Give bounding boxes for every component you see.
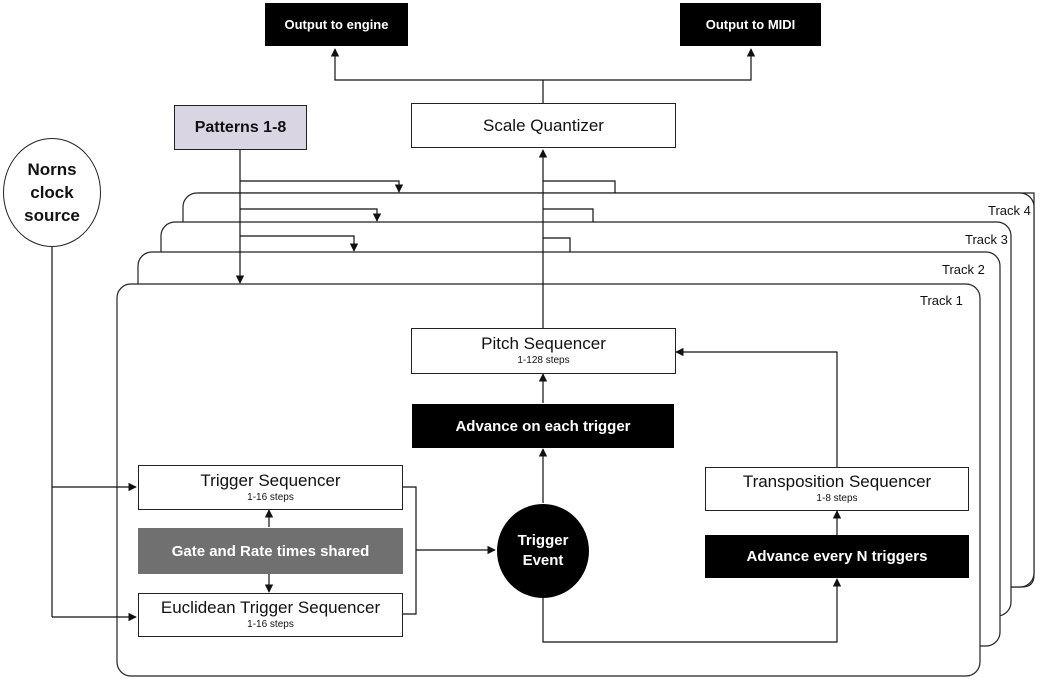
clock-line-1: Norns — [27, 160, 77, 179]
output-midi-label: Output to MIDI — [705, 17, 796, 32]
euclidean-sequencer-box: Euclidean Trigger Sequencer 1-16 steps — [138, 593, 403, 637]
trigger-sequencer-title: Trigger Sequencer — [200, 470, 341, 490]
advance-each-trigger-box: Advance on each trigger — [412, 404, 674, 448]
advance-each-trigger-label: Advance on each trigger — [455, 417, 631, 435]
gate-rate-label: Gate and Rate times shared — [171, 542, 370, 560]
wire-event-to-advance-n — [542, 578, 842, 643]
gate-rate-box: Gate and Rate times shared — [138, 528, 403, 574]
track-1-panel — [116, 283, 981, 677]
clock-line-3: source — [24, 206, 80, 225]
wire-track4-out — [543, 180, 616, 193]
wire-track2-out — [543, 237, 571, 252]
wire-to-midi — [543, 48, 756, 81]
wire-patterns-to-track2 — [240, 235, 359, 252]
scale-quantizer-box: Scale Quantizer — [411, 103, 676, 148]
trigger-event-line-2: Event — [522, 552, 564, 569]
clock-line-2: clock — [30, 183, 74, 202]
trigger-event-node: Trigger Event — [497, 504, 589, 598]
scale-quantizer-label: Scale Quantizer — [483, 115, 604, 135]
track-2-label: Track 2 — [942, 262, 985, 277]
output-engine-label: Output to engine — [284, 17, 389, 32]
pitch-sequencer-steps: 1-128 steps — [517, 355, 570, 366]
pitch-sequencer-title: Pitch Sequencer — [481, 334, 606, 353]
euclidean-sequencer-title: Euclidean Trigger Sequencer — [160, 598, 381, 617]
transposition-sequencer-box: Transposition Sequencer 1-8 steps — [705, 467, 969, 511]
patterns-label: Patterns 1-8 — [194, 118, 287, 136]
clock-source-node: Norns clock source — [3, 138, 101, 247]
trigger-event-line-1: Trigger — [517, 532, 569, 549]
trigger-sequencer-box: Trigger Sequencer 1-16 steps — [138, 465, 403, 510]
patterns-box: Patterns 1-8 — [174, 105, 307, 150]
advance-every-n-label: Advance every N triggers — [746, 548, 928, 565]
track-4-label: Track 4 — [988, 203, 1031, 218]
output-engine-box: Output to engine — [265, 3, 408, 46]
euclidean-sequencer-steps: 1-16 steps — [247, 619, 294, 630]
pitch-sequencer-box: Pitch Sequencer 1-128 steps — [411, 328, 676, 374]
output-midi-box: Output to MIDI — [680, 3, 821, 46]
wire-patterns-to-track4 — [240, 180, 404, 193]
wire-transposition-to-pitch — [675, 347, 838, 467]
transposition-sequencer-steps: 1-8 steps — [816, 493, 858, 504]
track-3-label: Track 3 — [965, 232, 1008, 247]
wire-patterns-to-track3 — [240, 208, 382, 222]
wire-track3-out — [543, 208, 594, 222]
wire-to-engine — [330, 48, 543, 81]
advance-every-n-box: Advance every N triggers — [705, 535, 969, 578]
trigger-sequencer-steps: 1-16 steps — [247, 491, 294, 503]
track-1-label: Track 1 — [920, 293, 963, 308]
transposition-sequencer-title: Transposition Sequencer — [742, 472, 932, 491]
